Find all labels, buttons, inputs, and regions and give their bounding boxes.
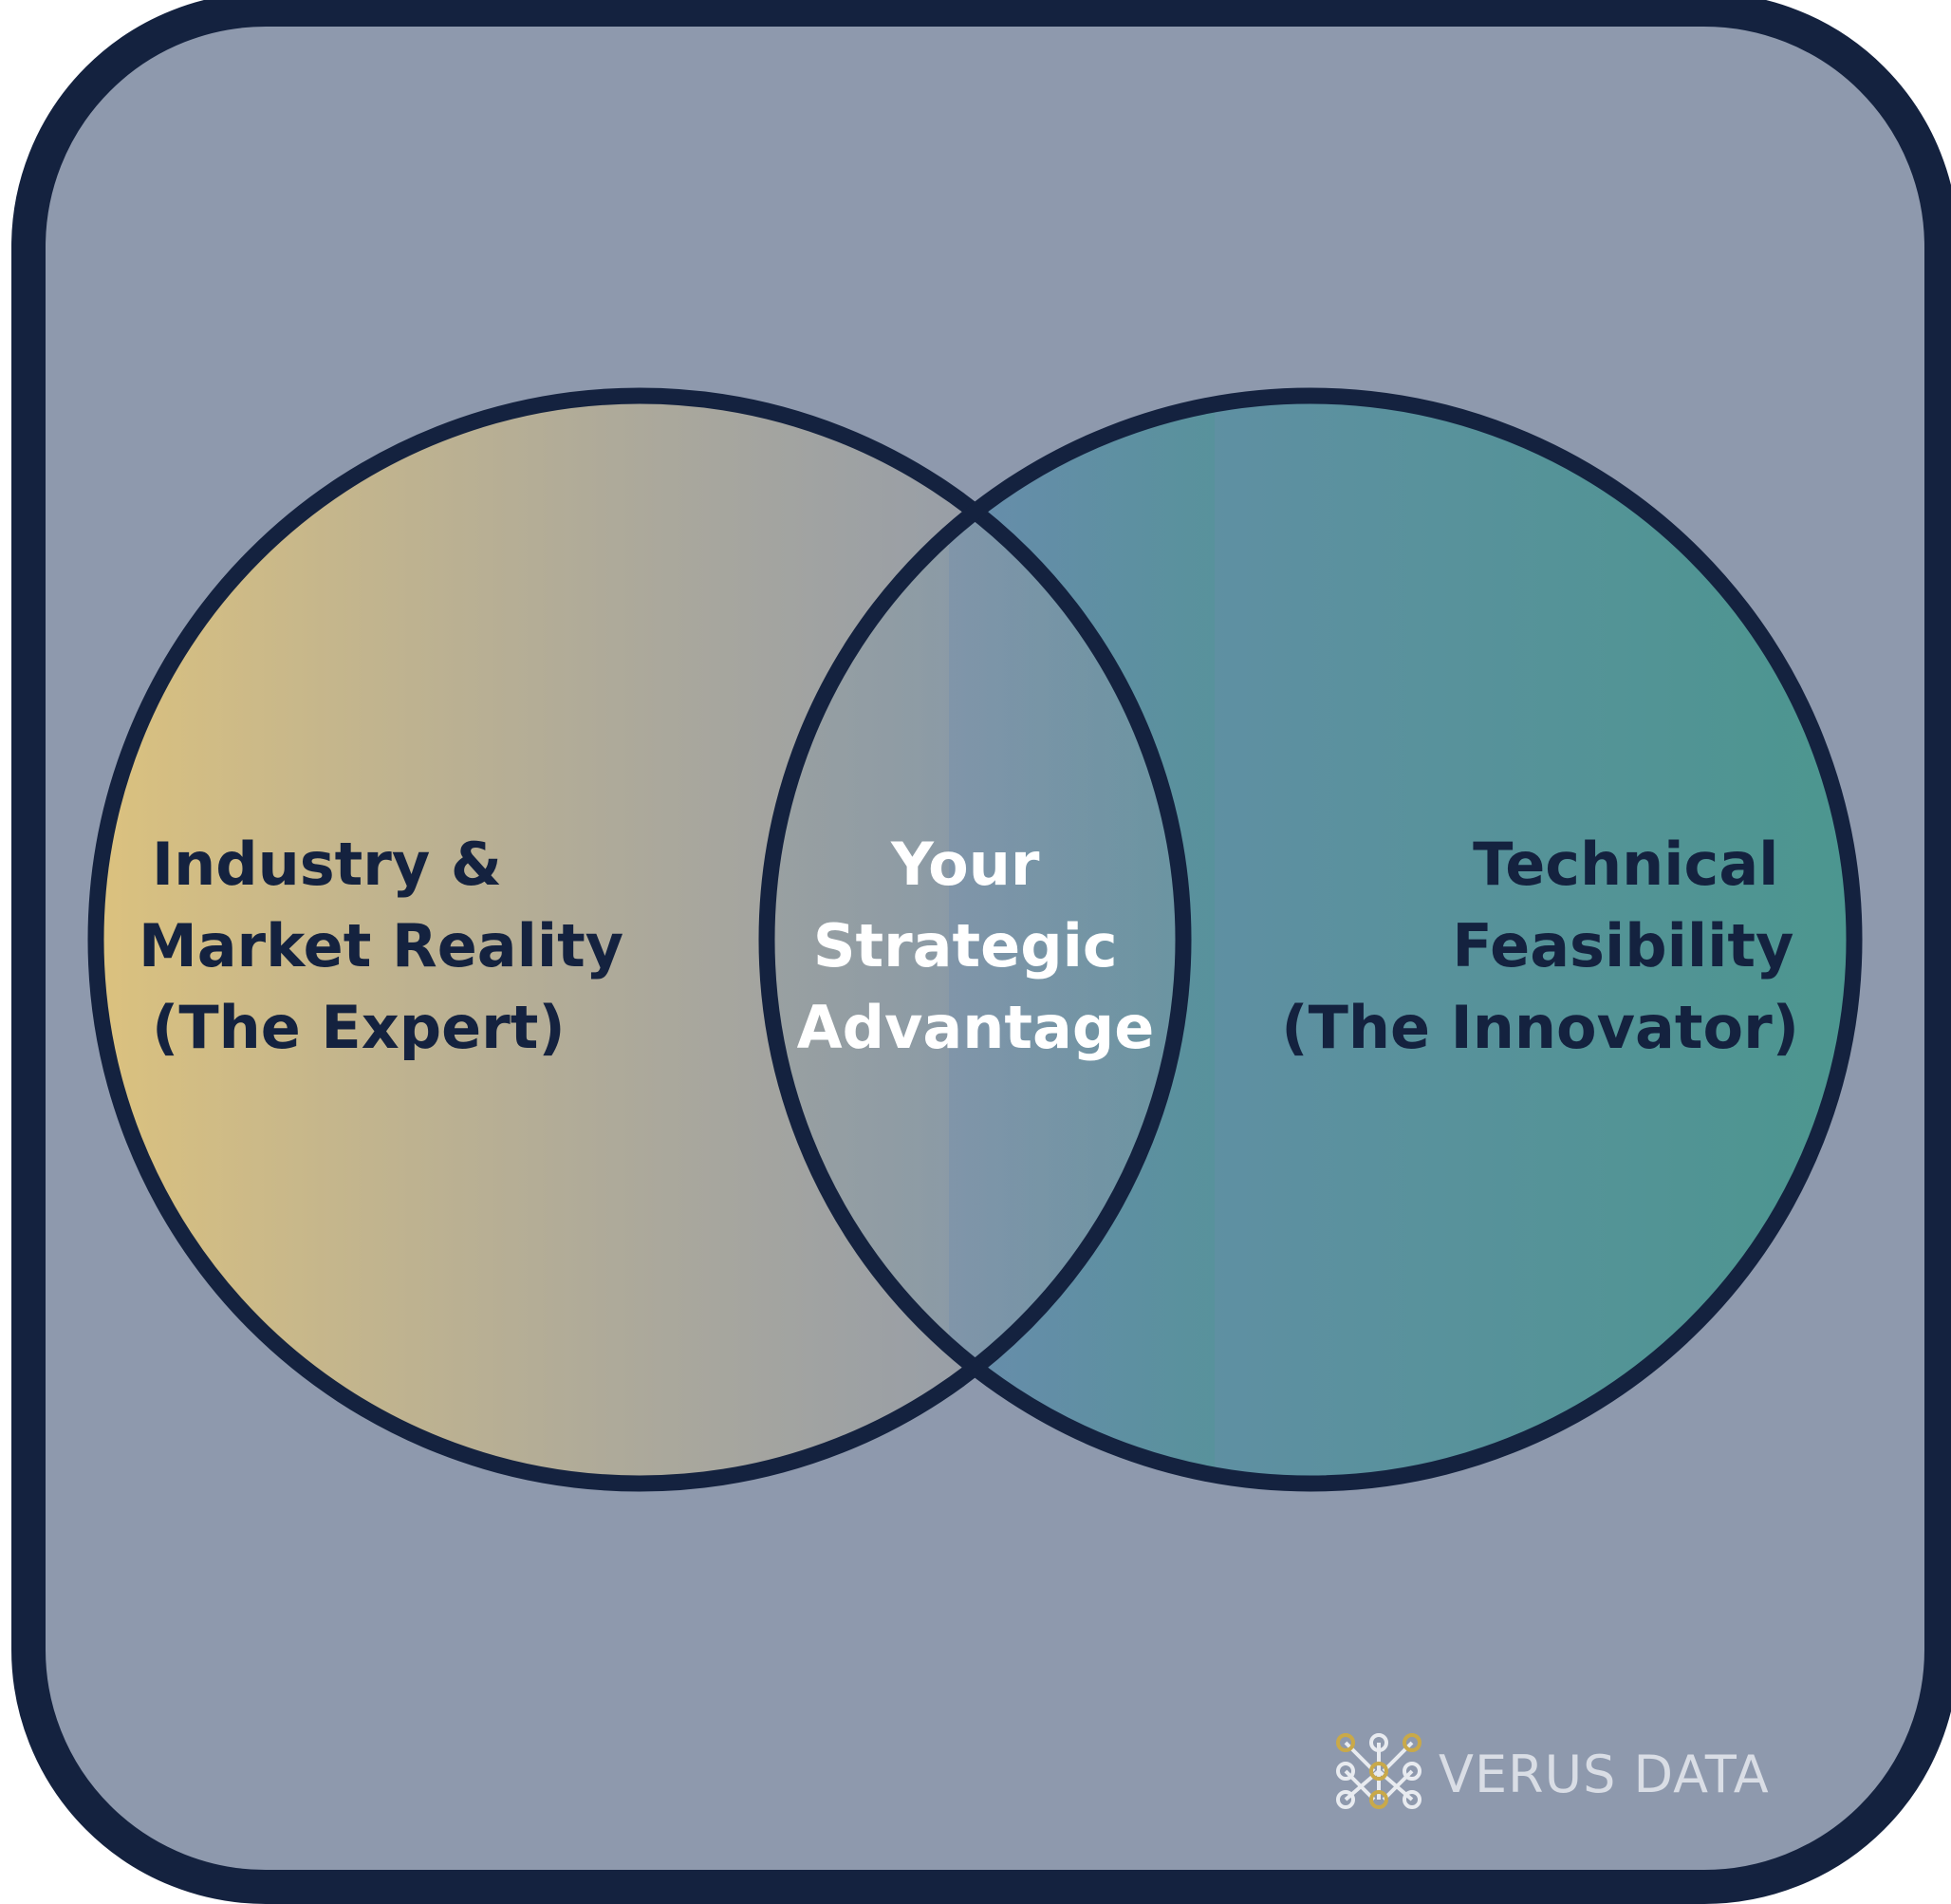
set-label-right-line-3: (The Innovator) bbox=[1281, 993, 1799, 1062]
intersection-label-line-1: Your bbox=[890, 830, 1040, 899]
brand-name: VERUS DATA bbox=[1439, 1745, 1770, 1804]
set-circle-left bbox=[87, 387, 1192, 1492]
intersection-label-line-2: Strategic bbox=[813, 911, 1118, 980]
brand-logo: VERUS DATA bbox=[1336, 1733, 1770, 1809]
set-label-right-line-2: Feasibility bbox=[1452, 911, 1793, 980]
set-label-left-line-2: Market Reality bbox=[139, 911, 623, 980]
intersection-label-line-3: Advantage bbox=[797, 993, 1155, 1062]
set-label-left-line-1: Industry & bbox=[152, 830, 502, 899]
set-label-left: Industry & Market Reality (The Expert) bbox=[139, 830, 644, 1062]
set-label-right: Technical Feasibility (The Innovator) bbox=[1281, 830, 1814, 1062]
intersection-tint bbox=[949, 396, 1215, 1484]
network-nodes-icon bbox=[1336, 1733, 1421, 1809]
set-label-right-line-1: Technical bbox=[1473, 830, 1778, 899]
set-circle-left-fill bbox=[96, 396, 1183, 1484]
set-circle-right bbox=[758, 387, 1863, 1492]
intersection-label: Your Strategic Advantage bbox=[797, 830, 1155, 1062]
set-label-left-line-3: (The Expert) bbox=[152, 993, 566, 1062]
